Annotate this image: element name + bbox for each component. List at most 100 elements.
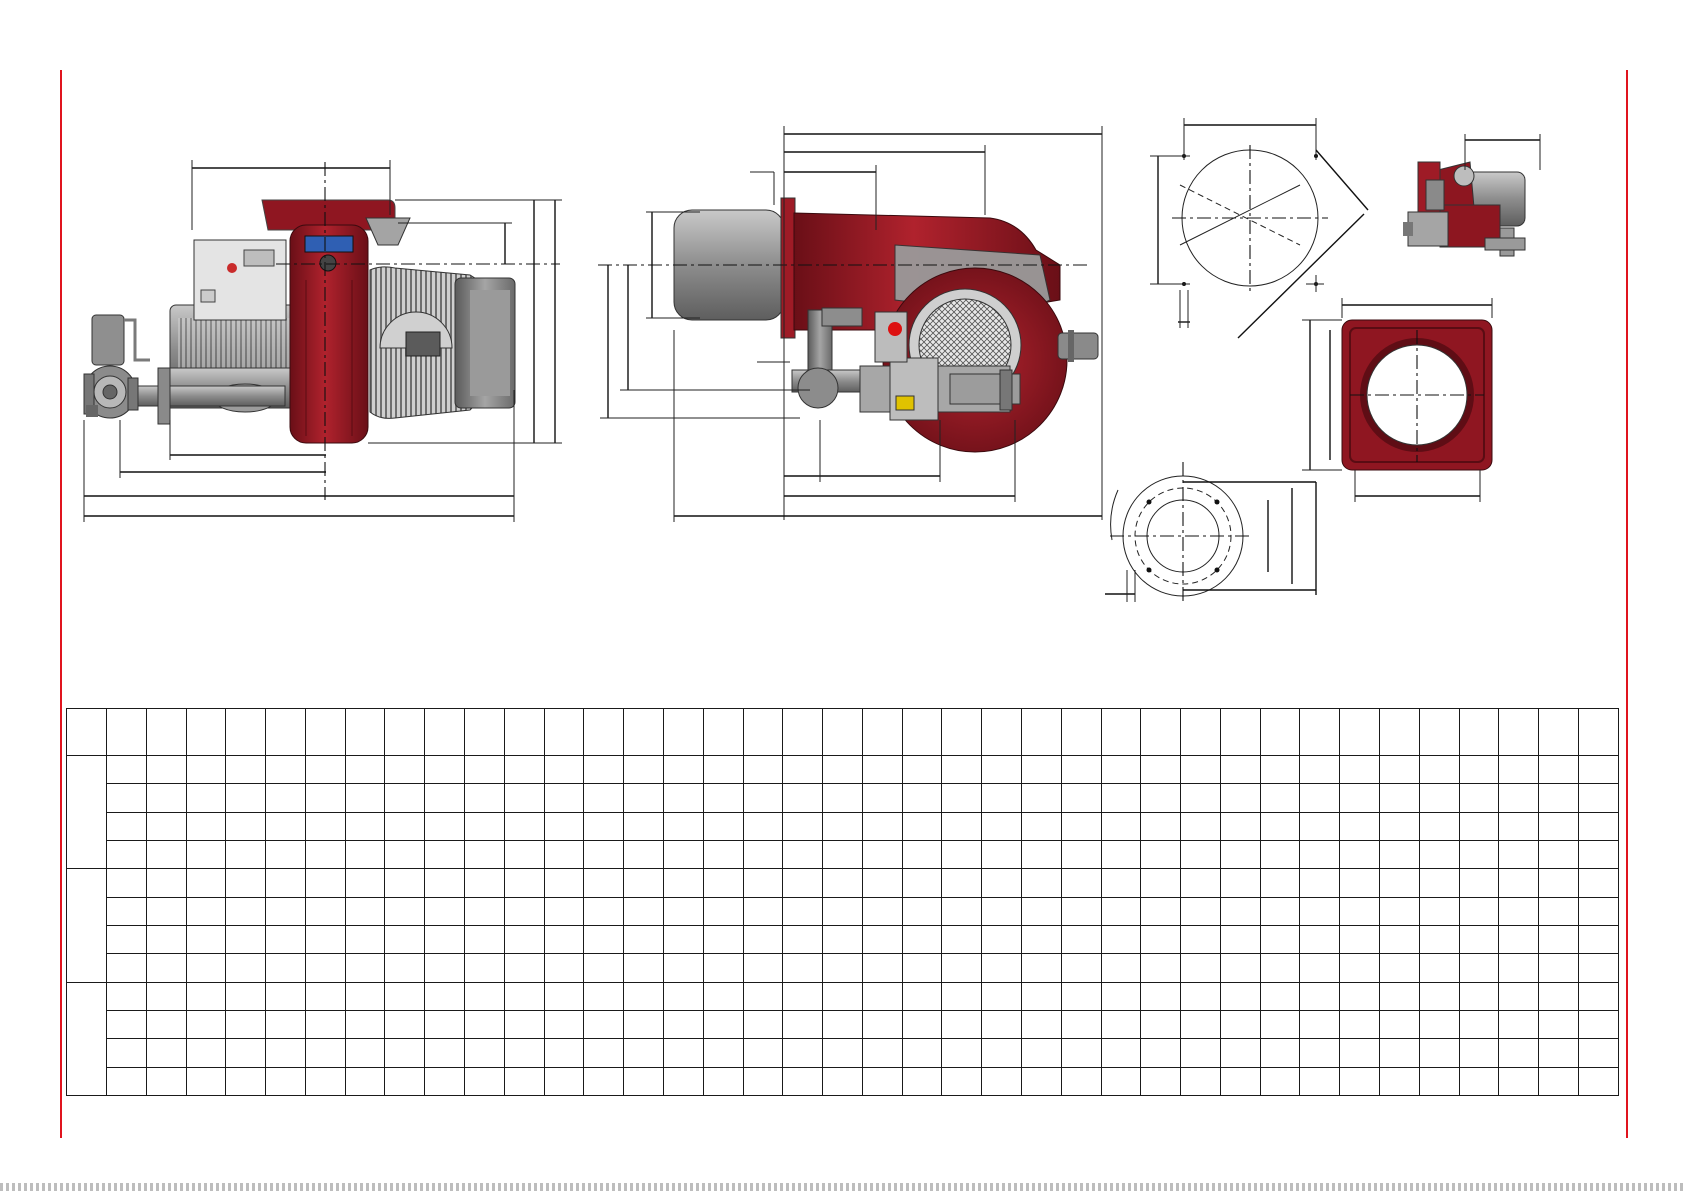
table-cell [424, 924, 466, 955]
table-cell [1379, 811, 1420, 841]
table-cell [1219, 896, 1261, 926]
table-cell [861, 811, 903, 841]
table-cell [344, 896, 386, 926]
table-cell [662, 924, 704, 955]
table-cell [1060, 953, 1102, 983]
table-cell [1140, 924, 1182, 955]
table-cell [623, 783, 664, 813]
table-header-cell [861, 708, 903, 756]
table-cell [1339, 754, 1380, 785]
table-cell [424, 839, 466, 870]
table-cell [1577, 953, 1620, 983]
table-cell [1538, 924, 1579, 955]
mounting-flange [780, 197, 796, 339]
table-cell [1418, 868, 1460, 898]
table-cell [1299, 1066, 1341, 1097]
table-cell [822, 1038, 863, 1068]
table-cell [742, 981, 784, 1011]
table-cell [822, 754, 863, 785]
table-cell [503, 953, 545, 983]
table-cell [1299, 924, 1341, 955]
table-cell [384, 811, 426, 841]
table-cell [503, 924, 545, 955]
table-header-cell [1259, 708, 1301, 756]
table-cell [702, 783, 744, 813]
table-cell [384, 896, 426, 926]
table-cell [1180, 896, 1221, 926]
table-cell [1458, 981, 1500, 1011]
table-cell [861, 924, 903, 955]
table-cell [424, 896, 466, 926]
table-cell [901, 839, 943, 870]
table-cell [1538, 839, 1579, 870]
table-cell [1299, 896, 1341, 926]
table-cell [225, 783, 267, 813]
table-cell [1538, 868, 1579, 898]
table-cell [464, 754, 505, 785]
table-cell [543, 811, 585, 841]
table-cell [145, 783, 187, 813]
table-cell [941, 783, 983, 813]
table-cell [1180, 839, 1221, 870]
table-header-cell [1140, 708, 1182, 756]
table-cell [1299, 811, 1341, 841]
table-cell [1020, 839, 1062, 870]
table-cell [1219, 1066, 1261, 1097]
table-cell [185, 1066, 227, 1097]
table-cell [185, 896, 227, 926]
table-cell [1259, 953, 1301, 983]
table-cell [662, 1038, 704, 1068]
table-cell [464, 953, 505, 983]
table-header-cell [1299, 708, 1341, 756]
table-cell [662, 1066, 704, 1097]
table-cell [1020, 868, 1062, 898]
table-cell [1219, 839, 1261, 870]
table-cell [384, 1066, 426, 1097]
table-cell [861, 953, 903, 983]
table-cell [1458, 783, 1500, 813]
table-cell [503, 1038, 545, 1068]
table-cell [742, 1066, 784, 1097]
table-cell [1418, 1066, 1460, 1097]
table-cell [742, 1038, 784, 1068]
table-cell [1538, 1038, 1579, 1068]
table-cell [1339, 1038, 1380, 1068]
table-cell [742, 811, 784, 841]
table-header-cell [583, 708, 625, 756]
table-row [67, 1066, 1620, 1097]
table-cell [1060, 1038, 1102, 1068]
frame-border-left [60, 70, 62, 1138]
table-cell [1180, 783, 1221, 813]
table-cell [424, 981, 466, 1011]
table-cell [1379, 924, 1420, 955]
table-cell [225, 754, 267, 785]
table-cell [106, 754, 147, 785]
table-cell [1060, 783, 1102, 813]
table-cell [941, 811, 983, 841]
table-cell [782, 754, 824, 785]
table-cell [464, 981, 505, 1011]
table-row [66, 868, 1620, 983]
table-cell [1458, 1038, 1500, 1068]
table-cell [742, 868, 784, 898]
table-cell [384, 839, 426, 870]
table-cell [1259, 896, 1301, 926]
table-cell [981, 1066, 1022, 1097]
table-cell [1140, 896, 1182, 926]
table-header-cell [225, 708, 267, 756]
table-cell [861, 1009, 903, 1040]
table-cell [1498, 896, 1540, 926]
table-cell [1219, 924, 1261, 955]
table-cell [662, 839, 704, 870]
table-header-cell [1219, 708, 1261, 756]
table-cell [623, 1009, 664, 1040]
table-cell [1498, 1038, 1540, 1068]
table-cell [861, 754, 903, 785]
table-cell [623, 924, 664, 955]
table-cell [981, 1038, 1022, 1068]
table-header-cell [1538, 708, 1579, 756]
table-cell [145, 1009, 187, 1040]
table-cell [106, 839, 147, 870]
table-cell [742, 1009, 784, 1040]
table-cell [662, 754, 704, 785]
